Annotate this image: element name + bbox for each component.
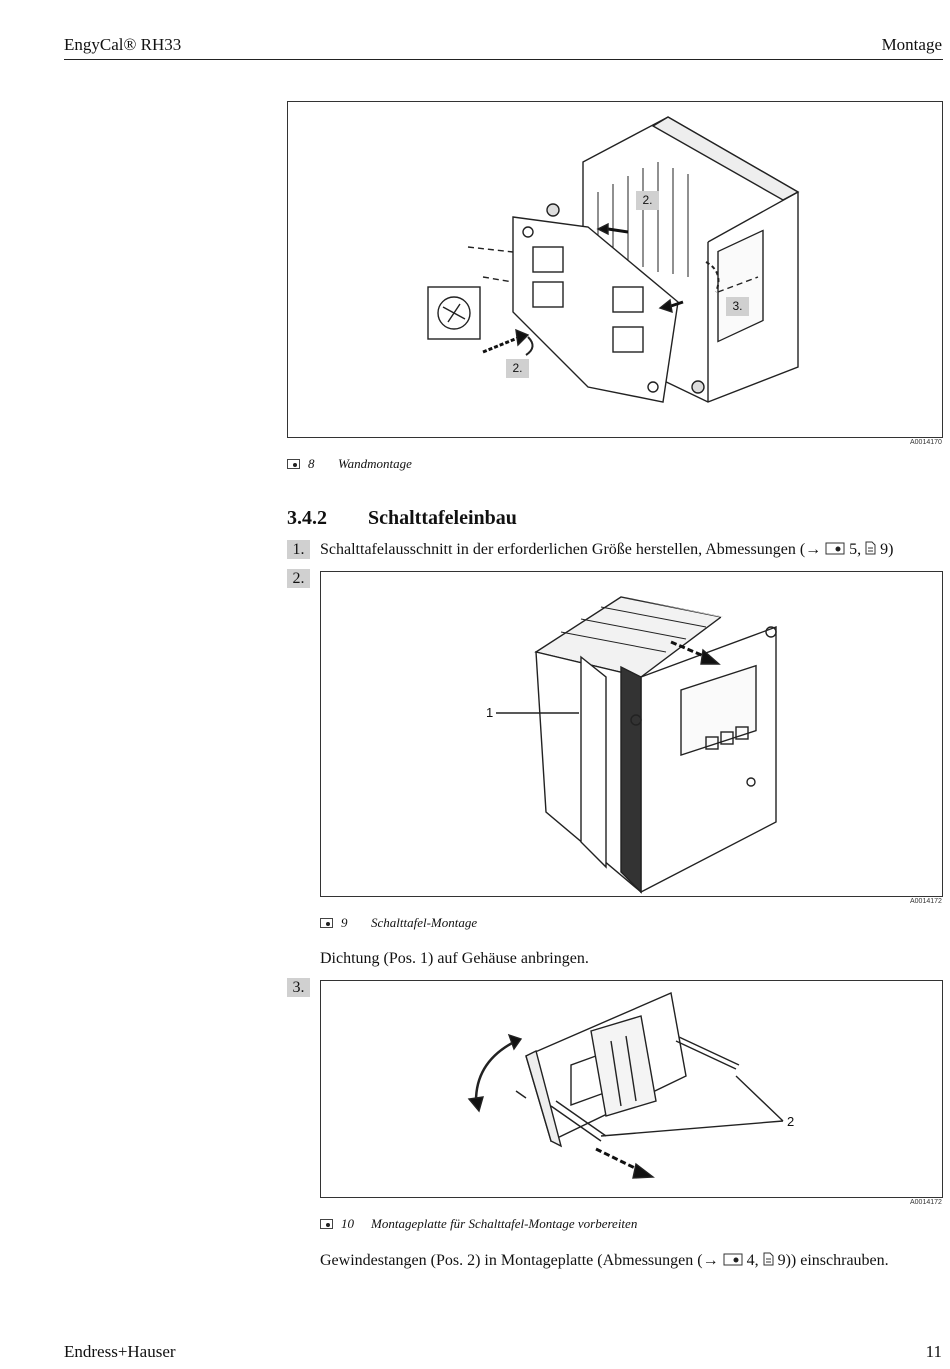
figure-caption-text: Wandmontage (338, 456, 412, 471)
section-title: Schalttafeleinbau (368, 507, 517, 529)
figure-8-code: A0014170 (910, 439, 942, 446)
figure-ref-icon (825, 542, 845, 560)
page-ref-icon (865, 541, 876, 560)
figure-10-caption: 10 Montageplatte für Schalttafel-Montage… (320, 1216, 637, 1232)
figure-8-caption: 8 Wandmontage (287, 456, 412, 472)
step-1-badge: 1. (287, 540, 310, 559)
figure-icon (320, 918, 333, 928)
callout-3: 3. (726, 297, 749, 316)
figure-ref-icon (723, 1253, 743, 1271)
step-3-badge: 3. (287, 978, 310, 997)
figure-8-drawing: 2. 3. 2. (287, 101, 943, 438)
step-1-text-before: Schalttafelausschnitt in der erforderlic… (320, 541, 826, 558)
header-section: Montage (881, 35, 942, 54)
step-1-text: Schalttafelausschnitt in der erforderlic… (320, 541, 894, 560)
callout-2: 2 (787, 1114, 795, 1129)
header-rule (64, 59, 943, 60)
callout-1: 1 (486, 705, 494, 720)
step-3-text-after: )) einschrauben. (785, 1252, 889, 1269)
figure-number: 10 (341, 1216, 354, 1231)
figure-caption-text: Montageplatte für Schalttafel-Montage vo… (371, 1216, 638, 1231)
section-number: 3.4.2 (287, 507, 327, 529)
callout-2-bottom: 2. (506, 359, 529, 378)
step-3-page-ref: 9 (777, 1252, 786, 1269)
figure-10-code: A0014172 (910, 1199, 942, 1206)
mounting-plate-illustration (467, 992, 784, 1179)
figure-10-drawing: 2 (320, 980, 943, 1198)
figure-number: 9 (341, 915, 348, 930)
figure-caption-text: Schalttafel-Montage (371, 915, 478, 930)
figure-9-caption: 9 Schalttafel-Montage (320, 915, 477, 931)
figure-number: 8 (308, 456, 315, 471)
page-ref-icon (763, 1252, 774, 1271)
figure-9-drawing: 1 (320, 571, 943, 897)
step-3-text-before: Gewindestangen (Pos. 2) in Montageplatte… (320, 1252, 723, 1269)
step-3-fig-ref: 4 (746, 1252, 755, 1269)
step-2-badge: 2. (287, 569, 310, 588)
step-3-text: Gewindestangen (Pos. 2) in Montageplatte… (320, 1252, 889, 1271)
figure-9-code: A0014172 (910, 898, 942, 905)
step-1-fig-ref: 5 (849, 541, 858, 558)
callout-2-top: 2. (636, 191, 659, 210)
footer-company: Endress+Hauser (64, 1342, 176, 1361)
step-1-text-after: ) (888, 541, 894, 558)
footer-page-number: 11 (925, 1342, 942, 1361)
figure-icon (320, 1219, 333, 1229)
panel-mount-illustration (496, 596, 777, 894)
wall-mount-illustration (427, 116, 800, 403)
step-1-page-ref: 9 (880, 541, 889, 558)
header-product: EngyCal® RH33 (64, 35, 182, 54)
figure-icon (287, 459, 300, 469)
step-2-text: Dichtung (Pos. 1) auf Gehäuse anbringen. (320, 950, 589, 967)
